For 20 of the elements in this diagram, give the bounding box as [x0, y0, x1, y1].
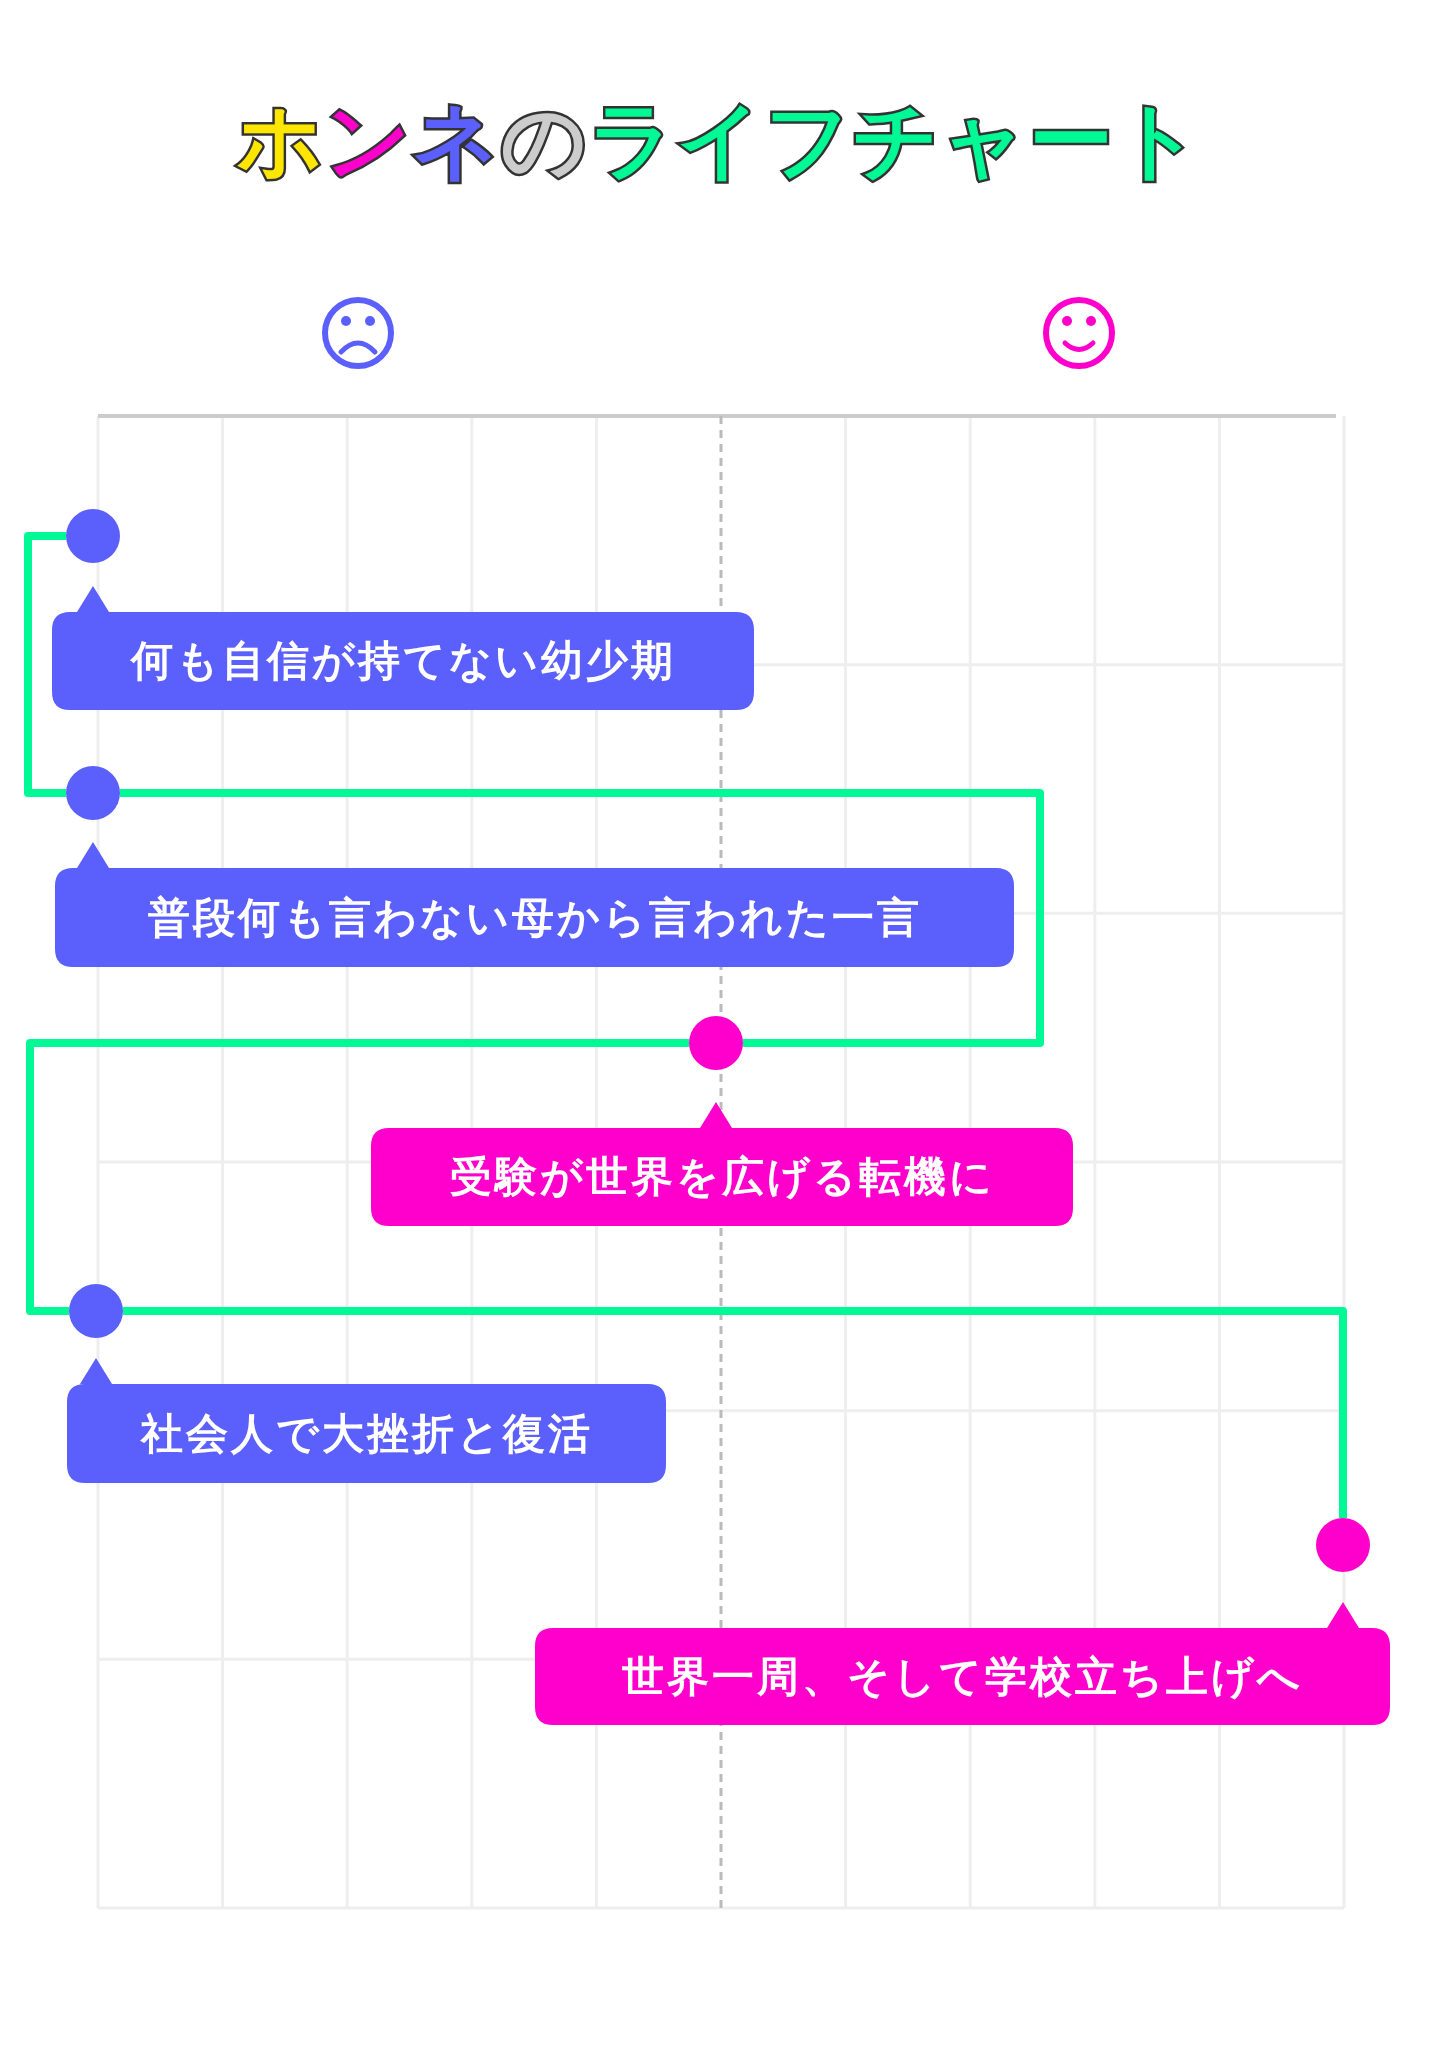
- timeline-line: [26, 1039, 689, 1315]
- chart-title: ホンネのライフチャート: [237, 90, 1203, 191]
- speech-bubble: [535, 1602, 1390, 1725]
- timeline-dot: [66, 509, 120, 563]
- speech-bubble: [67, 1358, 666, 1483]
- timeline-dot: [689, 1016, 743, 1070]
- speech-bubble: [55, 842, 1014, 967]
- timeline-line: [123, 1307, 1347, 1518]
- speech-bubble: [371, 1102, 1073, 1226]
- timeline-line: [24, 532, 66, 797]
- callout-text: 世界一周、そして学校立ち上げへ: [622, 1651, 1303, 1702]
- callout-text: 普段何も言わない母から言われた一言: [147, 892, 922, 943]
- callout-text: 受験が世界を広げる転機に: [449, 1152, 995, 1202]
- timeline-line: [120, 789, 1044, 1047]
- callout-text: 何も自信が持てない幼少期: [130, 636, 676, 686]
- callout-text: 社会人で大挫折と復活: [140, 1408, 593, 1459]
- timeline-dot: [66, 766, 120, 820]
- timeline-dot: [1316, 1518, 1370, 1572]
- timeline-dot: [69, 1284, 123, 1338]
- speech-bubble: [52, 586, 754, 710]
